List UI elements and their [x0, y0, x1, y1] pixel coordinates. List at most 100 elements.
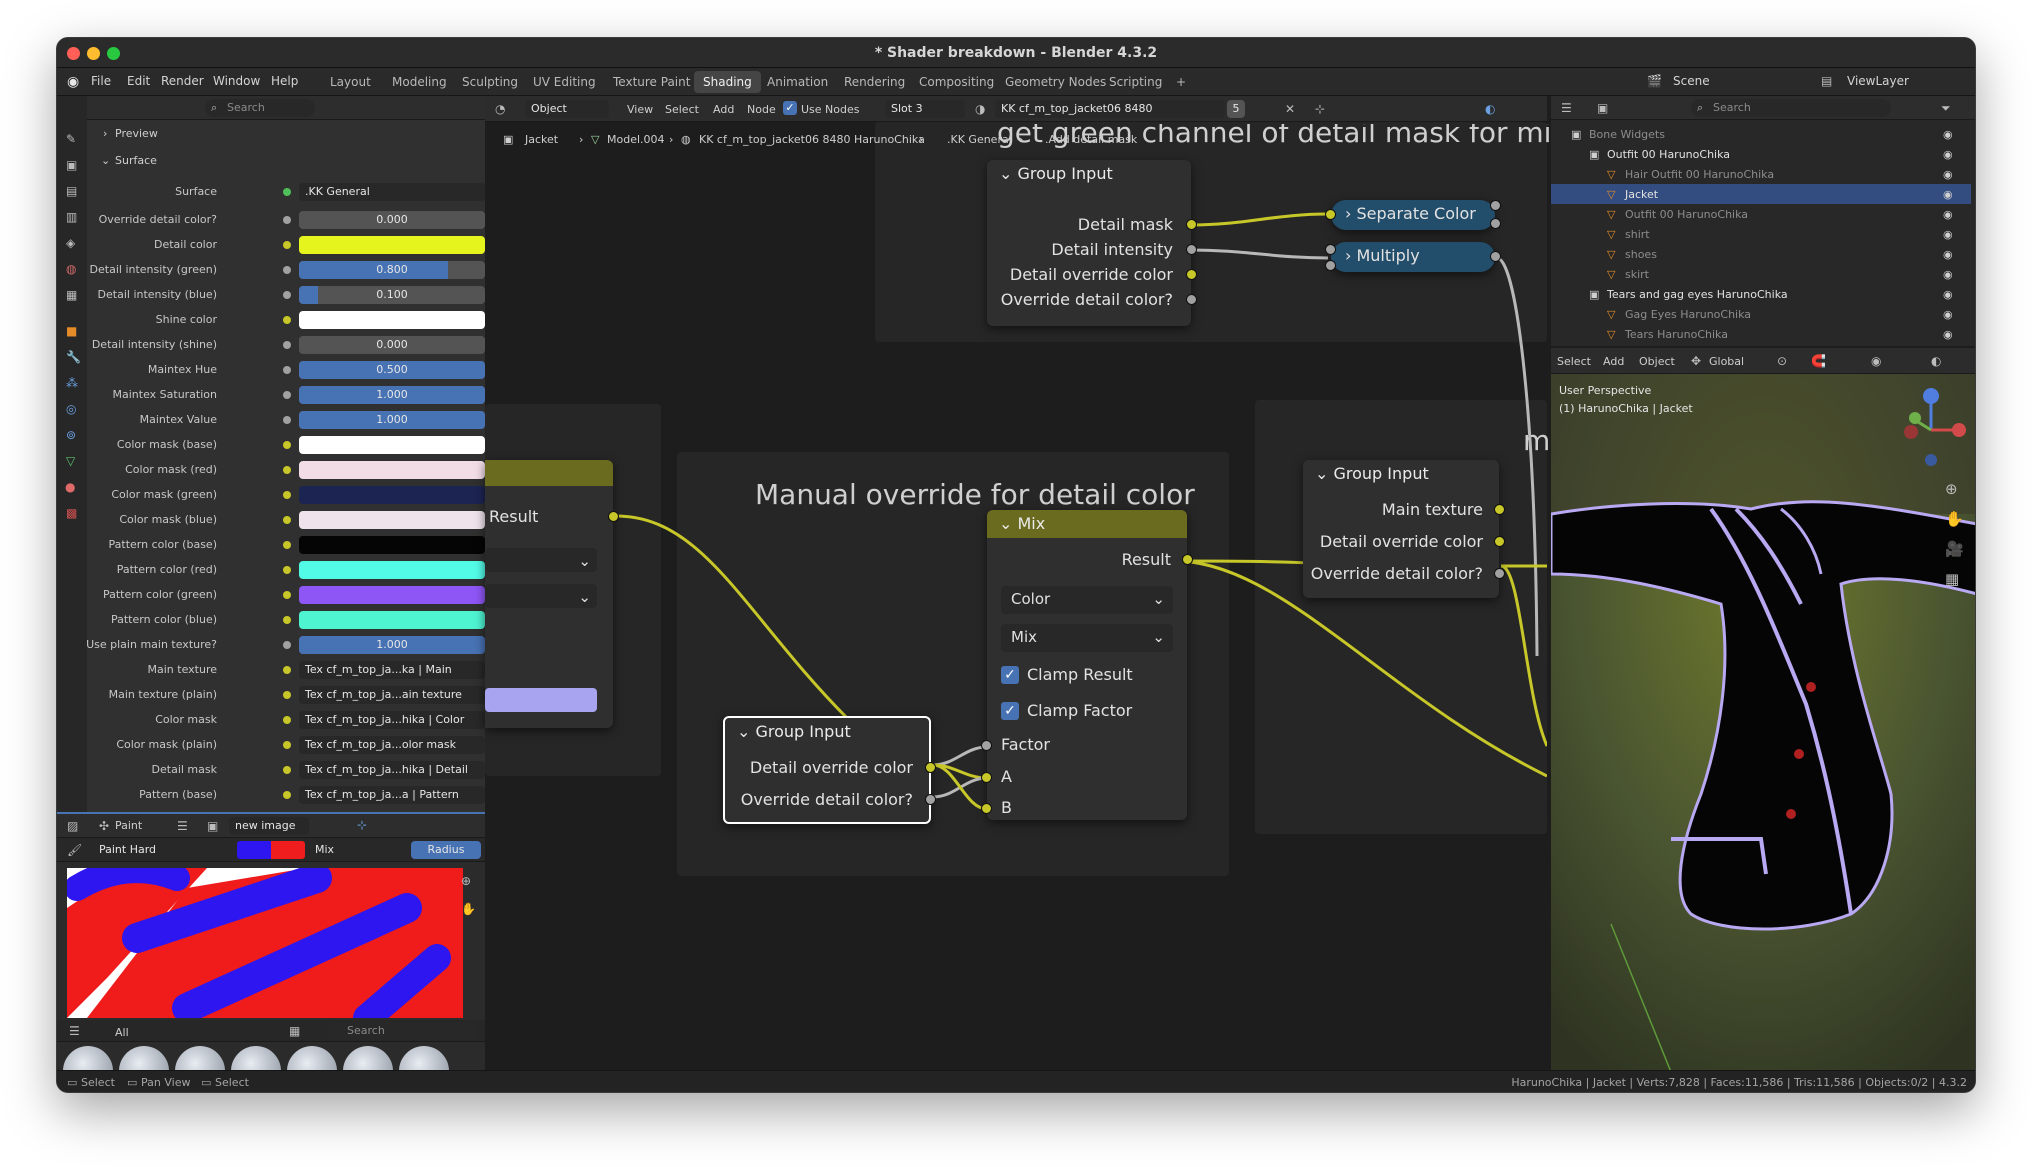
input-socket-icon[interactable] — [283, 241, 291, 249]
node-menu-view[interactable]: View — [627, 103, 654, 116]
left-partial-node-header[interactable] — [485, 460, 613, 486]
surface-shader-field[interactable]: .KK General — [299, 183, 485, 201]
view-layer-tab-icon[interactable]: ▥ — [66, 210, 78, 224]
input-socket-icon[interactable] — [283, 716, 291, 724]
viewport-menu-add[interactable]: Add — [1603, 355, 1625, 368]
view-layer-icon[interactable]: ▤ — [1821, 74, 1833, 88]
proportional-editing-icon[interactable]: ◉ — [1871, 354, 1882, 368]
menu-file[interactable]: File — [91, 74, 112, 88]
mix-node-header[interactable]: ⌄ Mix — [987, 510, 1187, 538]
separate-color-red-socket[interactable] — [1490, 200, 1501, 211]
tab-texture-paint[interactable]: Texture Paint — [613, 75, 691, 89]
mix-data-type-selector[interactable]: Color⌄ — [1001, 586, 1173, 614]
chevron-down-icon[interactable]: ⌄ — [999, 164, 1018, 183]
input-socket-icon[interactable] — [283, 441, 291, 449]
color-swatch-field[interactable] — [299, 486, 485, 504]
snap-icon[interactable]: 🧲 — [1811, 354, 1826, 368]
navigation-gizmo[interactable] — [1891, 384, 1971, 468]
filter-icon[interactable]: ⏷ — [1941, 101, 1951, 115]
image-browse-icon[interactable]: ▣ — [207, 819, 219, 833]
outliner-item[interactable]: ▣Bone Widgets◉ — [1551, 124, 1971, 144]
physics-tab-icon[interactable]: ◎ — [66, 402, 77, 416]
socket-detail-override-color[interactable] — [1186, 269, 1197, 280]
scene-icon[interactable]: 🎬 — [1647, 74, 1662, 88]
data-tab-icon[interactable]: ▽ — [66, 454, 76, 468]
visibility-eye-icon[interactable]: ◉ — [1943, 168, 1953, 181]
breadcrumb-subgroup[interactable]: .Add detail mask — [1045, 133, 1138, 146]
scene-selector[interactable]: Scene — [1673, 74, 1710, 88]
visibility-eye-icon[interactable]: ◉ — [1943, 288, 1953, 301]
color-swatch-field[interactable] — [299, 536, 485, 554]
outliner-search-input[interactable]: Search — [1691, 99, 1891, 117]
close-window-button[interactable] — [67, 47, 80, 60]
render-tab-icon[interactable]: ▣ — [66, 158, 78, 172]
zoom-icon[interactable]: ⊕ — [461, 874, 472, 888]
image-name-field[interactable]: new image — [229, 817, 309, 835]
outliner-type-icon[interactable]: ☰ — [1561, 101, 1572, 115]
input-socket-icon[interactable] — [283, 541, 291, 549]
brush-selector[interactable]: Paint Hard — [93, 841, 229, 859]
blender-logo-icon[interactable]: ◉ — [67, 74, 80, 90]
asset-filter-all[interactable]: All — [115, 1026, 129, 1039]
color-swatch-field[interactable] — [299, 461, 485, 479]
visibility-eye-icon[interactable]: ◉ — [1943, 148, 1953, 161]
input-socket-icon[interactable] — [283, 466, 291, 474]
material-name-field[interactable]: KK cf_m_top_jacket06 8480 HarunoChika — [995, 100, 1225, 118]
visibility-eye-icon[interactable]: ◉ — [1943, 208, 1953, 221]
socket-detail-intensity[interactable] — [1186, 244, 1197, 255]
texture-field[interactable]: Tex cf_m_top_ja...hika | Detail mask — [299, 761, 485, 779]
input-socket-icon[interactable] — [283, 741, 291, 749]
input-socket-icon[interactable] — [283, 491, 291, 499]
outliner-item[interactable]: ▽Gag Eyes HarunoChika◉ — [1551, 304, 1971, 324]
multiply-input-b-socket[interactable] — [1325, 260, 1336, 271]
group-input-node-top[interactable]: ⌄ Group Input Detail mask Detail intensi… — [987, 160, 1197, 326]
object-tab-icon[interactable]: ■ — [66, 324, 78, 338]
outliner-item[interactable]: ▽Hair Outfit 00 HarunoChika◉ — [1551, 164, 1971, 184]
zoom-window-button[interactable] — [107, 47, 120, 60]
breadcrumb-model[interactable]: Model.004 — [607, 133, 665, 146]
material-slot-selector[interactable]: Slot 3 — [885, 100, 965, 118]
primary-color-swatch[interactable] — [237, 841, 271, 859]
chevron-down-icon[interactable]: ⌄ — [101, 154, 111, 167]
modifier-tab-icon[interactable]: 🔧 — [66, 350, 81, 364]
mix-node[interactable]: ⌄ Mix Result Color⌄ Mix⌄ ✓ Clamp Result … — [981, 510, 1193, 820]
right-socket-override-detail-color[interactable] — [1494, 568, 1505, 579]
zoom-icon[interactable]: ⊕ — [1945, 480, 1958, 498]
tab-modeling[interactable]: Modeling — [392, 75, 447, 89]
texture-field[interactable]: Tex cf_m_top_ja...olor mask (plain) — [299, 736, 485, 754]
input-socket-icon[interactable] — [283, 766, 291, 774]
output-tab-icon[interactable]: ▤ — [66, 184, 78, 198]
blend-mode-selector[interactable]: Mix — [309, 841, 405, 859]
pivot-icon[interactable]: ⊙ — [1777, 354, 1788, 368]
input-socket-icon[interactable] — [283, 791, 291, 799]
mix-a-socket[interactable] — [981, 772, 992, 783]
secondary-color-swatch[interactable] — [271, 841, 305, 859]
use-nodes-checkbox[interactable]: ✓ — [783, 101, 797, 115]
asset-search-input[interactable]: Search — [327, 1022, 477, 1040]
particles-tab-icon[interactable]: ⁂ — [66, 376, 78, 390]
outliner-item[interactable]: ▣Outfit 00 HarunoChika◉ — [1551, 144, 1971, 164]
separate-color-input-socket[interactable] — [1325, 209, 1336, 220]
clamp-result-checkbox[interactable]: ✓ — [1001, 666, 1019, 684]
world-tab-icon[interactable]: ◍ — [66, 262, 77, 276]
pan-hand-icon[interactable]: ✋ — [461, 902, 476, 916]
constraints-tab-icon[interactable]: ⊚ — [66, 428, 77, 442]
outliner-item[interactable]: ▽shirt◉ — [1551, 224, 1971, 244]
node-menu-node[interactable]: Node — [747, 103, 776, 116]
viewport-menu-object[interactable]: Object — [1639, 355, 1675, 368]
collection-tab-icon[interactable]: ▦ — [66, 288, 78, 302]
group-input-node-mid[interactable]: ⌄ Group Input Detail override color Over… — [723, 716, 936, 824]
tab-compositing[interactable]: Compositing — [919, 75, 995, 89]
outliner-item[interactable]: ▽Tears HarunoChika◉ — [1551, 324, 1971, 344]
visibility-eye-icon[interactable]: ◉ — [1943, 308, 1953, 321]
visibility-eye-icon[interactable]: ◉ — [1943, 128, 1953, 141]
input-socket-icon[interactable] — [283, 616, 291, 624]
mix-blend-selector[interactable]: Mix⌄ — [1001, 624, 1173, 652]
texture-field[interactable]: Tex cf_m_top_ja...ka | Main texture — [299, 661, 485, 679]
clamp-factor-checkbox[interactable]: ✓ — [1001, 702, 1019, 720]
visibility-eye-icon[interactable]: ◉ — [1943, 328, 1953, 341]
value-slider[interactable]: 0.100 — [299, 286, 485, 304]
node-menu-select[interactable]: Select — [665, 103, 699, 116]
input-socket-icon[interactable] — [283, 316, 291, 324]
asset-menu-icon[interactable]: ☰ — [69, 1024, 80, 1038]
